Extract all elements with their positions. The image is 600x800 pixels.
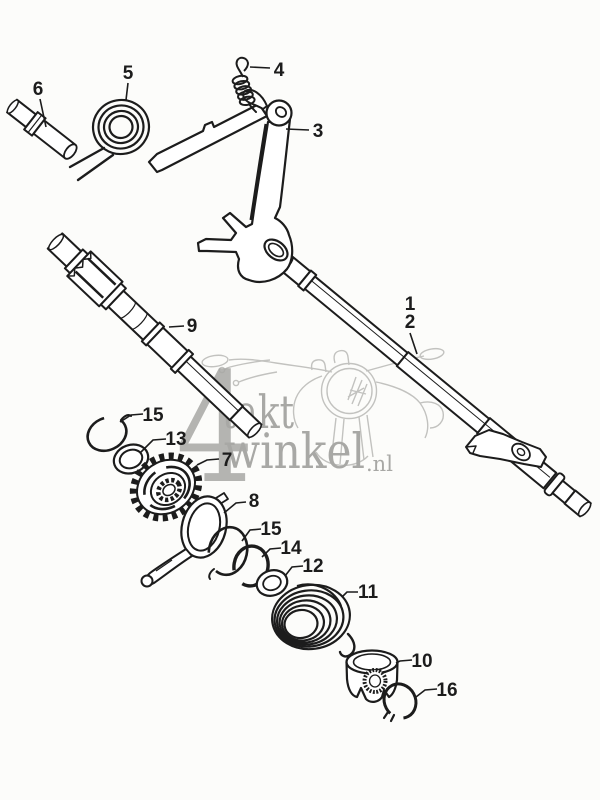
callout-16: 16 <box>436 680 457 701</box>
part-11-coil-spring <box>271 583 356 658</box>
callout-7: 7 <box>222 450 233 471</box>
callout-14: 14 <box>280 538 302 559</box>
callout-11: 11 <box>358 582 379 603</box>
part-10-stopper-plate <box>345 649 399 703</box>
callout-13: 13 <box>165 429 186 450</box>
callout-4: 4 <box>274 60 285 81</box>
part-14-spring-washer <box>232 544 270 588</box>
callout-leader-lines <box>39 66 438 698</box>
callout-12: 12 <box>302 556 323 577</box>
shift-lever-arm <box>147 102 269 174</box>
callout-3: 3 <box>313 121 324 142</box>
part-16-circlip <box>382 682 418 723</box>
callout-6: 6 <box>33 79 44 100</box>
callout-9: 9 <box>187 316 198 337</box>
callout-numbers: 6 5 4 3 9 1 2 15 13 7 8 15 14 12 11 10 1… <box>33 60 458 701</box>
part-4-spring <box>231 56 257 113</box>
callout-5: 5 <box>123 63 134 84</box>
callout-15b: 15 <box>260 519 282 540</box>
callout-2: 2 <box>405 312 416 333</box>
callout-15a: 15 <box>142 405 164 426</box>
part-7-gear <box>129 452 203 522</box>
part-5-torsion-spring <box>68 98 151 182</box>
callout-1: 1 <box>405 294 416 315</box>
part-9-shaft <box>46 232 263 439</box>
part-1-2-gearchange-spindle <box>279 255 592 518</box>
spindle-arm-plate <box>465 429 547 468</box>
part-12-washer <box>255 569 289 597</box>
part-8-stopper-arm <box>140 492 229 588</box>
callout-10: 10 <box>411 651 432 672</box>
watermark-suffix-nl: .nl <box>366 452 393 476</box>
part-15-circlip-b <box>207 525 249 580</box>
part-6-bolt <box>6 98 78 160</box>
callout-8: 8 <box>249 491 260 512</box>
